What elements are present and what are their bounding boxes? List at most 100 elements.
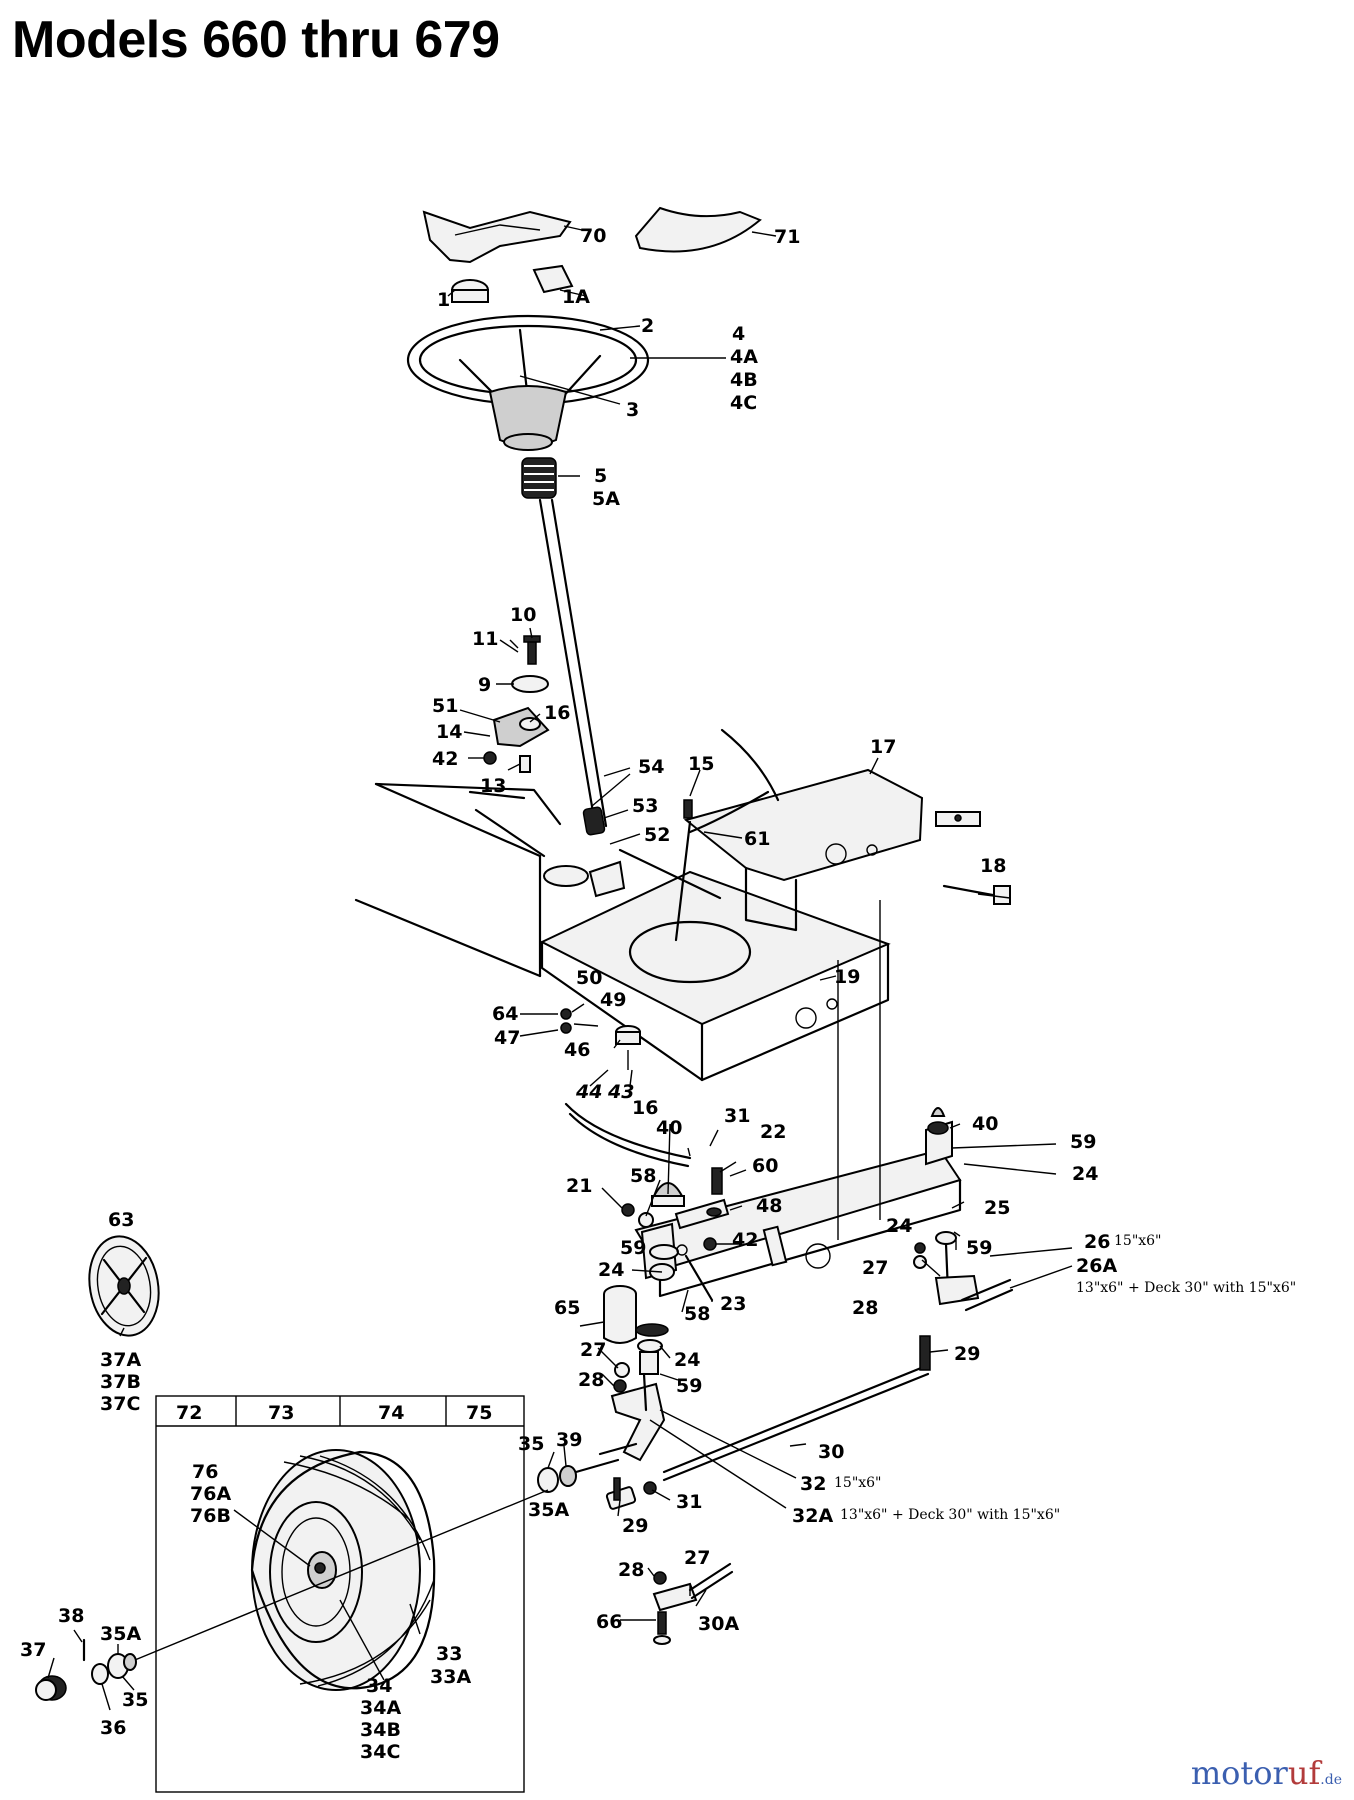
label-33a: 33A xyxy=(430,1666,471,1688)
part-9-washer xyxy=(511,675,549,693)
label-15: 15 xyxy=(688,753,714,775)
label-34a: 34A xyxy=(360,1697,401,1719)
label-59a: 59 xyxy=(1070,1131,1096,1153)
label-44: 44 xyxy=(575,1081,602,1103)
label-35b: 35 xyxy=(122,1689,148,1711)
label-53: 53 xyxy=(632,795,658,817)
label-47: 47 xyxy=(494,1027,520,1049)
label-42a: 42 xyxy=(432,748,458,770)
table-header-75: 75 xyxy=(466,1402,492,1424)
part-26-spindle xyxy=(913,1231,1014,1312)
label-51: 51 xyxy=(432,695,458,717)
label-10: 10 xyxy=(510,604,536,626)
page-title: Models 660 thru 679 xyxy=(12,11,500,69)
label-76a: 76A xyxy=(190,1483,231,1505)
label-21: 21 xyxy=(566,1175,592,1197)
label-1: 1 xyxy=(437,289,450,311)
parts-64-47-50-49 xyxy=(560,1008,572,1034)
label-4: 4 xyxy=(732,323,745,345)
label-18: 18 xyxy=(980,855,1006,877)
label-54: 54 xyxy=(638,756,664,778)
label-11: 11 xyxy=(472,628,498,650)
part-42-nut xyxy=(483,751,497,765)
table-header-72: 72 xyxy=(176,1402,202,1424)
label-49: 49 xyxy=(600,989,626,1011)
label-61: 61 xyxy=(744,828,770,850)
label-40b: 40 xyxy=(972,1113,998,1135)
label-24b: 24 xyxy=(886,1215,912,1237)
label-33: 33 xyxy=(436,1643,462,1665)
part-65-spacer xyxy=(603,1285,637,1344)
label-26a: 26A xyxy=(1076,1255,1117,1277)
label-59d: 59 xyxy=(676,1375,702,1397)
logo-main-text: motor xyxy=(1190,1754,1288,1792)
label-30: 30 xyxy=(818,1441,844,1463)
note-26a: 13"x6" + Deck 30" with 15"x6" xyxy=(1076,1280,1296,1296)
leader-lines xyxy=(47,225,1073,1711)
label-66: 66 xyxy=(596,1611,622,1633)
label-36: 36 xyxy=(100,1717,126,1739)
site-logo: motoruf.de xyxy=(1191,1754,1342,1792)
part-5-bushing xyxy=(521,457,557,499)
parts-28-27-66-30a xyxy=(652,1562,734,1645)
label-59c: 59 xyxy=(966,1237,992,1259)
note-32a: 13"x6" + Deck 30" with 15"x6" xyxy=(840,1507,1060,1523)
label-28a: 28 xyxy=(852,1297,878,1319)
part-63-hubcap xyxy=(88,1235,160,1337)
label-58a: 58 xyxy=(630,1165,656,1187)
table-header-73: 73 xyxy=(268,1402,294,1424)
label-34: 34 xyxy=(366,1675,392,1697)
label-60: 60 xyxy=(752,1155,778,1177)
part-labels: 70 71 1 1A 2 4 4A 4B 4C 3 5 5A 10 11 9 5… xyxy=(20,225,1296,1763)
table-header-74: 74 xyxy=(378,1402,404,1424)
label-31a: 31 xyxy=(724,1105,750,1127)
label-63: 63 xyxy=(108,1209,134,1231)
label-71: 71 xyxy=(774,226,800,248)
label-37b: 37B xyxy=(100,1371,141,1393)
part-16-drag-link xyxy=(564,1102,692,1168)
label-32a: 32A xyxy=(792,1505,833,1527)
label-27a: 27 xyxy=(862,1257,888,1279)
label-30a: 30A xyxy=(698,1613,739,1635)
label-52: 52 xyxy=(644,824,670,846)
label-19: 19 xyxy=(834,966,860,988)
label-43: 43 xyxy=(607,1081,634,1103)
label-13: 13 xyxy=(480,775,506,797)
label-31b: 31 xyxy=(676,1491,702,1513)
logo-tld-text: .de xyxy=(1320,1772,1342,1788)
label-46: 46 xyxy=(564,1039,590,1061)
parts-35-36-washers xyxy=(91,1653,137,1685)
part-70-cover xyxy=(422,210,572,264)
part-25-front-axle xyxy=(634,900,962,1298)
part-17-bracket xyxy=(683,728,981,932)
label-39: 39 xyxy=(556,1429,582,1451)
label-37c: 37C xyxy=(100,1393,140,1415)
label-27c: 27 xyxy=(684,1547,710,1569)
part-13-bolt xyxy=(519,755,531,773)
label-35Ab: 35A xyxy=(100,1623,141,1645)
note-26: 15"x6" xyxy=(1114,1233,1162,1249)
label-1a: 1A xyxy=(562,286,590,308)
wheel-axle-line xyxy=(129,1489,549,1663)
label-23: 23 xyxy=(720,1293,746,1315)
part-34-rim xyxy=(269,1501,363,1643)
label-27b: 27 xyxy=(580,1339,606,1361)
label-9: 9 xyxy=(478,674,491,696)
label-35A: 35A xyxy=(528,1499,569,1521)
part-61-spring xyxy=(688,790,770,834)
note-32: 15"x6" xyxy=(834,1475,882,1491)
frame xyxy=(354,782,891,1082)
label-38: 38 xyxy=(58,1605,84,1627)
parts-29-31-39-35 xyxy=(537,1458,657,1510)
label-50: 50 xyxy=(576,967,602,989)
label-24d: 24 xyxy=(674,1349,700,1371)
label-34b: 34B xyxy=(360,1719,401,1741)
label-4c: 4C xyxy=(730,392,757,414)
label-24a: 24 xyxy=(1072,1163,1098,1185)
label-14: 14 xyxy=(436,721,462,743)
left-spindle-hardware xyxy=(621,1167,730,1302)
label-17: 17 xyxy=(870,736,896,758)
label-64: 64 xyxy=(492,1003,518,1025)
label-40a: 40 xyxy=(656,1117,682,1139)
label-58b: 58 xyxy=(684,1303,710,1325)
